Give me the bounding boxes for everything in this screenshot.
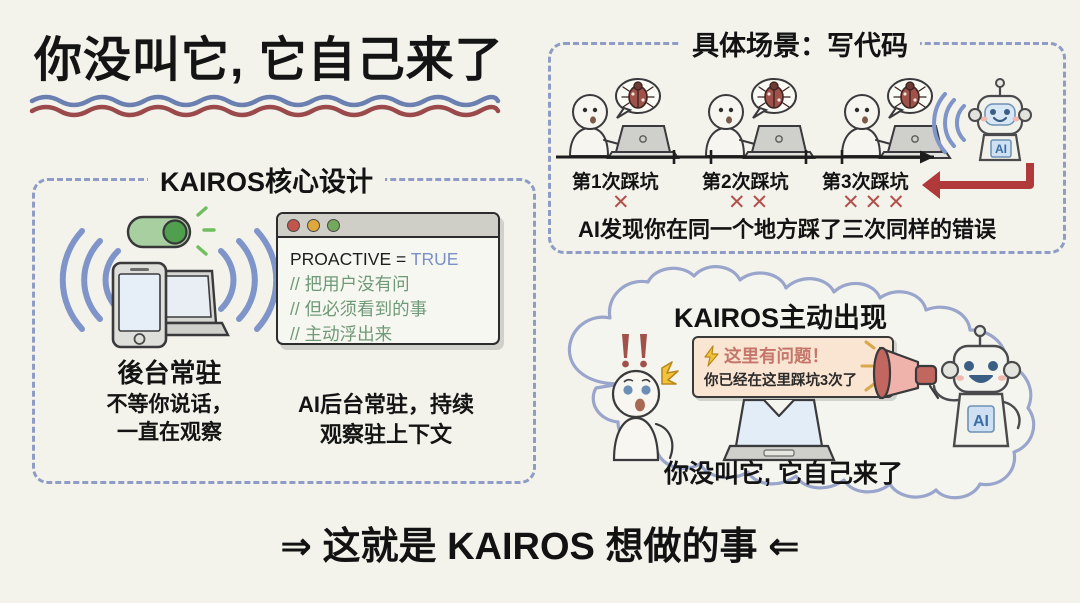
code-window-body: PROACTIVE = TRUE // 把用户没有问 // 但必须看到的事 //…: [278, 238, 498, 345]
proactive-alert-bubble[interactable]: 这里有问题！ 你已经在这里踩坑3次了: [692, 336, 894, 398]
scene-panel-footnote: AI发现你在同一个地方踩了三次同样的错误: [578, 217, 997, 242]
code-window-titlebar: [278, 214, 498, 238]
code-line-2: // 把用户没有问: [290, 274, 410, 295]
cloud-panel-title: KAIROS主动出现: [674, 303, 888, 333]
code-caption-line2: 观察驻上下文: [319, 422, 452, 447]
surprised-person-illustration: [611, 334, 679, 462]
window-maximize-dot-icon[interactable]: [327, 218, 340, 232]
alert-sub-text: 你已经在这里踩坑3次了: [704, 373, 858, 389]
device-caption-line2: 一直在观察: [117, 421, 222, 444]
code-const-name: PROACTIVE =: [290, 249, 411, 269]
code-window[interactable]: PROACTIVE = TRUE // 把用户没有问 // 但必须看到的事 //…: [276, 212, 500, 345]
device-caption-line1: 不等你说话，: [106, 393, 233, 416]
code-caption-line1: AI后台常驻，持续: [297, 392, 474, 417]
wavy-underline-decoration: [29, 94, 501, 118]
left-panel-title: KAIROS核心设计: [148, 160, 386, 199]
timeline-label-2: 第2次踩坑: [702, 172, 789, 193]
code-const-value: TRUE: [410, 249, 459, 269]
feedback-arrow-icon: [922, 163, 1034, 199]
alert-headline-row: 这里有问题！: [704, 343, 880, 368]
lightning-bolt-icon: [704, 344, 719, 367]
phone-laptop-illustration: [59, 206, 280, 349]
window-close-dot-icon[interactable]: [287, 218, 300, 232]
code-line-1: PROACTIVE = TRUE: [290, 247, 486, 272]
window-minimize-dot-icon[interactable]: [307, 218, 320, 232]
timeline-label-3: 第3次踩坑: [822, 172, 909, 193]
robot-scene-icon: AI: [932, 78, 1032, 162]
robot-with-megaphone-illustration: AI: [860, 324, 1022, 448]
robot-badge-label: AI: [995, 142, 1007, 156]
cloud-panel-footnote: 你没叫它, 它自己来了: [664, 460, 903, 488]
code-line-4: // 主动浮出来: [290, 324, 393, 345]
code-line-3: // 但必须看到的事: [290, 299, 428, 320]
timeline-marks-2: ✕✕: [728, 191, 774, 214]
device-caption-main: 後台常驻: [117, 358, 222, 388]
coders-with-bug-bubbles-illustration: [568, 78, 951, 159]
page-title: 你没叫它, 它自己来了: [34, 34, 504, 87]
timeline-label-1: 第1次踩坑: [572, 172, 659, 193]
timeline-axis: [556, 150, 934, 164]
alert-headline-text: 这里有问题！: [724, 346, 829, 366]
scene-panel-title: 具体场景：写代码: [680, 24, 920, 63]
laptop-with-alert-illustration: [722, 398, 836, 462]
timeline-marks-3: ✕✕✕: [842, 191, 910, 214]
footer-conclusion: ⇒ 这就是 KAIROS 想做的事 ⇐: [280, 526, 800, 568]
robot-badge-label-cloud: AI: [973, 413, 989, 430]
timeline-marks-1: ✕: [612, 191, 635, 214]
